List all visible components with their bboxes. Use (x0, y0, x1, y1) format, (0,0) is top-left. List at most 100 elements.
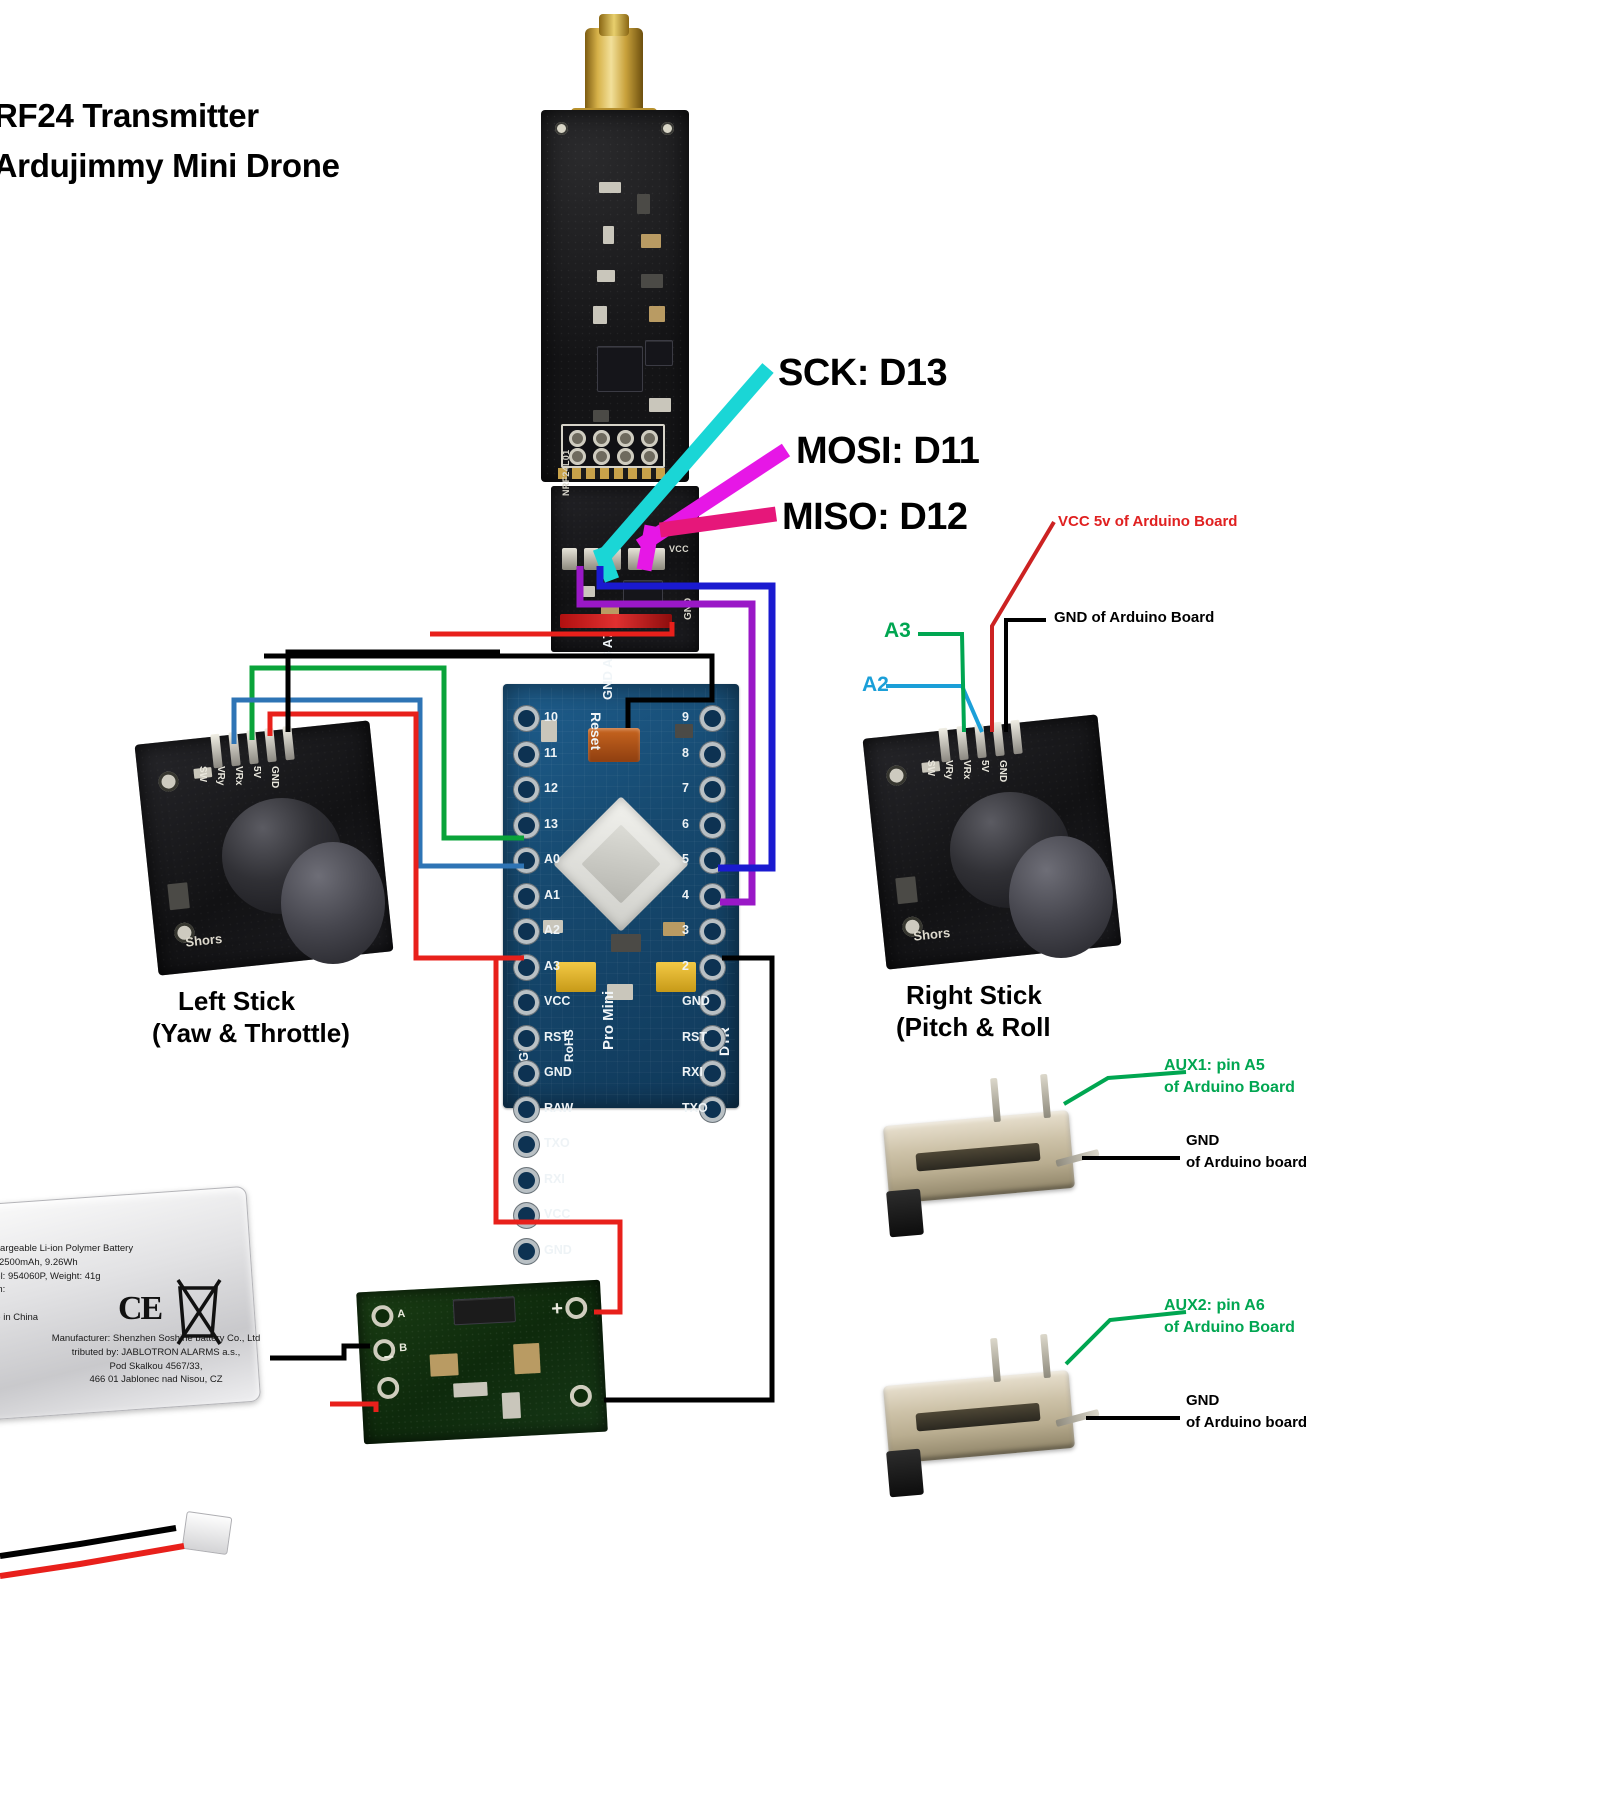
promini-pad-label-vcc: VCC (544, 994, 571, 1008)
promini-pad-r-9[interactable] (700, 706, 725, 731)
boost-converter-board: A B + − (356, 1279, 608, 1445)
miso-pin-label: MISO: D12 (782, 496, 968, 538)
left-joystick-knob-front[interactable] (281, 842, 385, 964)
promini-pad-r-8[interactable] (700, 741, 725, 767)
boost-pad-in (376, 1376, 400, 1400)
aux1-switch-lever[interactable] (886, 1188, 924, 1238)
promini-pad-r-label-3: 3 (682, 923, 689, 937)
promini-pad-rxi[interactable] (514, 1167, 539, 1193)
right-joystick-knob-front[interactable] (1009, 836, 1113, 958)
promini-pad-label-rxi: RXI (544, 1171, 565, 1186)
left-joystick-pin-label-gnd: GND (269, 766, 280, 789)
promini-pad-r-label-5: 5 (682, 852, 689, 866)
sma-antenna-connector (585, 14, 643, 120)
promini-pad-a3[interactable] (514, 954, 539, 980)
smd-component (649, 306, 665, 322)
promini-pad-rst[interactable] (514, 1025, 539, 1051)
promini-pad-raw[interactable] (514, 1096, 539, 1122)
header-pad (641, 448, 658, 465)
promini-pad-label-gnd: GND (544, 1242, 572, 1257)
battery-pigtail-red (0, 1543, 185, 1579)
battery-line-3: del: 954060P, Weight: 41g (0, 1270, 101, 1282)
nrf-smd-chip (645, 340, 673, 366)
adapter-silk-gnd: GND (683, 597, 694, 620)
smd-component (543, 920, 563, 933)
promini-pad-r-6[interactable] (700, 812, 725, 838)
aux2-label-line2: of Arduino Board (1164, 1319, 1295, 1336)
promini-pad-r-label-8: 8 (682, 745, 689, 760)
promini-silk-gnd-a6-a7: GND A6 A7 (600, 631, 615, 700)
battery-line-2: V 2500mAh, 9.26Wh (0, 1256, 78, 1268)
aux2-label-line1: AUX2: pin A6 (1164, 1297, 1265, 1314)
promini-pad-label-txo: TXO (544, 1136, 570, 1150)
promini-pad-r-2[interactable] (700, 954, 725, 980)
adapter-silk-nrf24l01: NRF24L01 (561, 449, 571, 496)
promini-pad-11[interactable] (514, 741, 539, 767)
left-joystick-pin-label-5v: 5V (251, 766, 262, 779)
aux1-gnd-label-line2: of Arduino board (1186, 1154, 1308, 1171)
left-stick-caption-line1: Left Stick (178, 986, 296, 1016)
adapter-pin (606, 548, 621, 570)
right-stick-caption-line2: (Pitch & Roll (896, 1012, 1051, 1042)
aux1-switch-leg (990, 1077, 1001, 1123)
sck-pin-label: SCK: D13 (778, 352, 948, 394)
right-joystick-pin-label-5v: 5V (979, 760, 990, 773)
left-stick-gnd-wire-black (285, 649, 500, 732)
battery-line-8: tributed by: JABLOTRON ALARMS a.s., (71, 1346, 241, 1358)
battery-line-1: chargeable Li-ion Polymer Battery (0, 1243, 134, 1254)
boost-pad-a (370, 1304, 395, 1328)
boost-silk-plus: + (550, 1297, 564, 1321)
vcc-callout-line-red (990, 520, 1056, 732)
gnd-callout-label: GND of Arduino Board (1054, 609, 1215, 626)
promini-pad-a1[interactable] (514, 883, 539, 909)
voltage-regulator (556, 962, 596, 992)
promini-pad-r-4[interactable] (700, 883, 725, 909)
promini-pad-label-rst: RST (544, 1029, 569, 1044)
mounting-hole-icon (885, 764, 908, 787)
promini-pad-r-5[interactable] (700, 848, 725, 873)
header-pad (593, 430, 610, 447)
boost-inductor (452, 1296, 516, 1326)
promini-pad-r-3[interactable] (700, 919, 725, 944)
header-pad (593, 448, 610, 465)
promini-pad-r-7[interactable] (700, 777, 725, 802)
promini-pad-label-a2: A2 (544, 923, 560, 937)
boost-silk-a: A (397, 1307, 406, 1321)
aux1-label-line1: AUX1: pin A5 (1164, 1057, 1265, 1074)
promini-pad-r-label-rxi: RXI (682, 1065, 703, 1079)
smd-component (593, 410, 609, 422)
switch-slot (915, 1142, 1041, 1172)
smd-component (641, 274, 663, 288)
promini-pad-r-rxi[interactable] (700, 1061, 725, 1086)
ce-mark-icon: CE (118, 1290, 163, 1327)
promini-pad-txo[interactable] (514, 1132, 539, 1157)
header-pad (569, 430, 586, 447)
promini-pad-gnd[interactable] (514, 1238, 539, 1264)
promini-pad-label-10: 10 (544, 710, 558, 724)
mounting-hole-icon (157, 770, 180, 793)
promini-pad-label-12: 12 (544, 781, 558, 795)
battery-pigtail-black (0, 1525, 177, 1559)
joystick-brand-label: Shors (184, 930, 223, 950)
promini-pad-a2[interactable] (514, 919, 539, 944)
promini-pad-10[interactable] (514, 706, 539, 731)
aux1-label-line2: of Arduino Board (1164, 1079, 1295, 1096)
smd-component (453, 1381, 488, 1398)
promini-pad-vcc[interactable] (514, 990, 539, 1015)
right-joystick-pin-label-vrx: VRx (961, 760, 972, 780)
smd-component (649, 398, 671, 412)
promini-pad-a0[interactable] (514, 848, 539, 873)
boost-silk-minus: − (383, 1346, 395, 1368)
adapter-pin-row (560, 548, 672, 572)
promini-pad-vcc[interactable] (514, 1203, 539, 1228)
promini-pad-13[interactable] (514, 812, 539, 838)
adapter-pin (650, 548, 665, 570)
boost-pad-plus (564, 1296, 588, 1320)
promini-pad-gnd[interactable] (514, 1061, 539, 1086)
boost-pad-minus (569, 1384, 593, 1408)
aux2-switch-lever[interactable] (886, 1448, 924, 1498)
nrf24-header-connector (561, 424, 665, 468)
aux2-gnd-label-line1: GND (1186, 1392, 1220, 1409)
promini-pad-12[interactable] (514, 777, 539, 802)
